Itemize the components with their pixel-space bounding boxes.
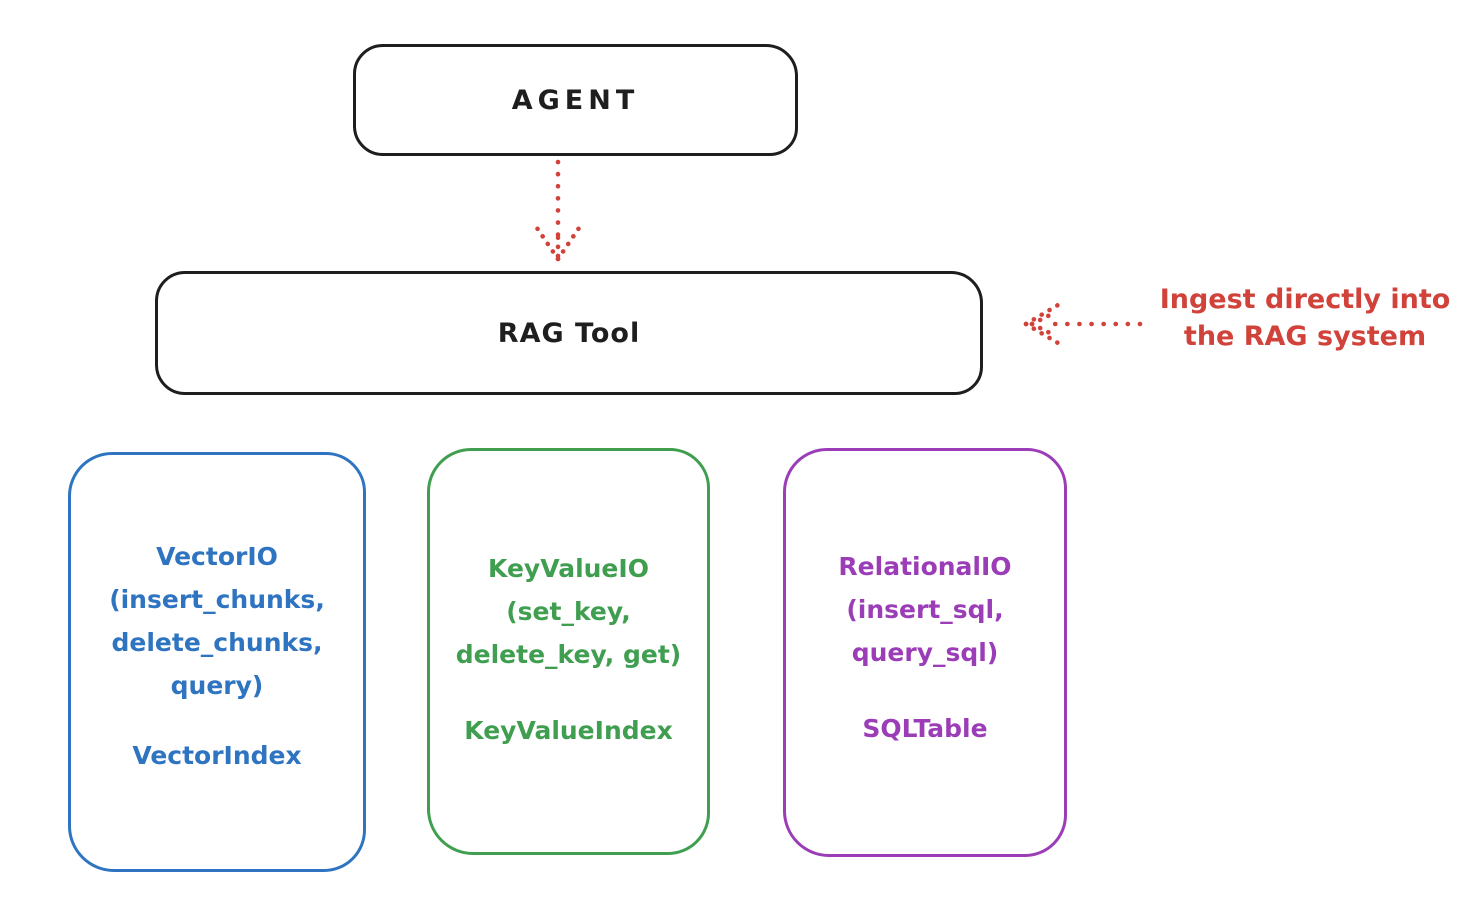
agent-to-rag-arrow [534, 159, 582, 262]
arrow-head-right [555, 225, 582, 262]
store-label-line: query_sql) [851, 638, 999, 667]
store-label-line: delete_key, get) [455, 640, 682, 669]
store-label-line: KeyValueIO [488, 554, 649, 583]
vector-io-node: VectorIO (insert_chunks, delete_chunks, … [68, 452, 366, 872]
relational-io-node: RelationalIO (insert_sql, query_sql) SQL… [783, 448, 1067, 857]
store-label-line: VectorIO [156, 542, 278, 571]
arrow-head-lower [1023, 321, 1061, 346]
store-index-label: VectorIndex [132, 741, 302, 770]
arrow-head-inner-lower [1029, 321, 1057, 338]
ingest-annotation: Ingest directly into the RAG system [1135, 281, 1475, 355]
ingest-arrow [1023, 302, 1143, 346]
arrow-head-upper [1023, 302, 1061, 327]
rag-tool-node: RAG Tool [155, 271, 983, 395]
store-label-line: (set_key, [506, 597, 631, 626]
ingest-annotation-line2: the RAG system [1183, 321, 1427, 352]
arrow-head-inner-upper [1029, 310, 1057, 327]
store-label-line: (insert_sql, [846, 595, 1004, 624]
agent-node-label: AGENT [511, 84, 640, 116]
store-index-label: KeyValueIndex [464, 716, 673, 745]
agent-node: AGENT [353, 44, 798, 156]
rag-tool-node-label: RAG Tool [497, 317, 641, 349]
keyvalue-io-node: KeyValueIO (set_key, delete_key, get) Ke… [427, 448, 710, 855]
store-label-line: (insert_chunks, [109, 585, 325, 614]
arrow-head-left [534, 225, 561, 262]
ingest-annotation-line1: Ingest directly into [1159, 284, 1451, 315]
store-index-label: SQLTable [862, 714, 988, 743]
store-label-line: query) [170, 671, 264, 700]
store-label-line: RelationalIO [838, 552, 1012, 581]
store-label-line: delete_chunks, [111, 628, 323, 657]
